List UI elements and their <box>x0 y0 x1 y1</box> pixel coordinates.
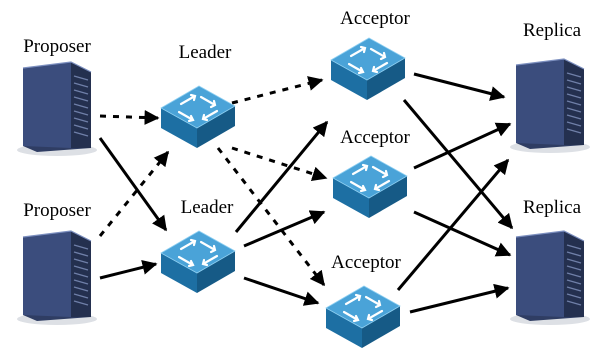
switch-icon <box>160 230 236 293</box>
node-label-replica-2: Replica <box>523 197 582 218</box>
edge-leader_2-to-acceptor_2 <box>243 210 326 248</box>
node-proposer-2: Proposer <box>17 200 97 325</box>
node-replica-2: Replica <box>510 197 590 325</box>
node-label-proposer-2: Proposer <box>23 200 91 221</box>
switch-icon <box>325 285 401 348</box>
node-acceptor-3: Acceptor <box>325 252 401 348</box>
edge-leader_1-to-acceptor_2 <box>231 146 328 182</box>
edge-acceptor_3-to-replica_1 <box>396 158 510 291</box>
edge-acceptor_1-to-replica_1 <box>413 72 506 101</box>
edge-acceptor_1-to-replica_2 <box>402 99 514 230</box>
server-icon <box>17 230 97 325</box>
edge-proposer_1-to-leader_2 <box>98 137 168 232</box>
node-label-leader-1: Leader <box>179 42 232 63</box>
edge-leader_2-to-acceptor_1 <box>234 120 329 233</box>
edge-proposer_1-to-leader_1 <box>99 110 160 126</box>
edge-leader_1-to-acceptor_1 <box>231 76 324 105</box>
node-label-proposer-1: Proposer <box>23 36 91 57</box>
node-label-acceptor-3: Acceptor <box>331 252 401 273</box>
node-leader-2: Leader <box>160 197 236 293</box>
switch-icon <box>332 155 408 218</box>
edge-acceptor_3-to-replica_2 <box>409 283 510 314</box>
node-label-acceptor-2: Acceptor <box>340 127 410 148</box>
node-label-replica-1: Replica <box>523 20 582 41</box>
switch-icon <box>160 85 236 148</box>
node-label-leader-2: Leader <box>181 197 234 218</box>
node-label-acceptor-1: Acceptor <box>340 8 410 29</box>
server-icon <box>17 61 97 156</box>
edge-leader_2-to-acceptor_3 <box>243 276 320 306</box>
edge-proposer_2-to-leader_2 <box>99 259 158 280</box>
edge-proposer_2-to-leader_1 <box>98 150 170 237</box>
switch-icon <box>330 37 406 100</box>
server-icon <box>510 58 590 153</box>
node-proposer-1: Proposer <box>17 36 97 156</box>
node-leader-1: Leader <box>160 42 236 148</box>
edge-acceptor_2-to-replica_1 <box>413 122 512 170</box>
edge-acceptor_2-to-replica_2 <box>413 210 512 257</box>
node-layer: ProposerProposerLeaderLeaderAcceptorAcce… <box>17 8 590 348</box>
node-acceptor-1: Acceptor <box>330 8 410 100</box>
server-icon <box>510 230 590 325</box>
edge-leader_1-to-acceptor_3 <box>216 147 326 287</box>
edge-layer <box>98 72 514 314</box>
node-replica-1: Replica <box>510 20 590 153</box>
node-acceptor-2: Acceptor <box>332 127 410 218</box>
